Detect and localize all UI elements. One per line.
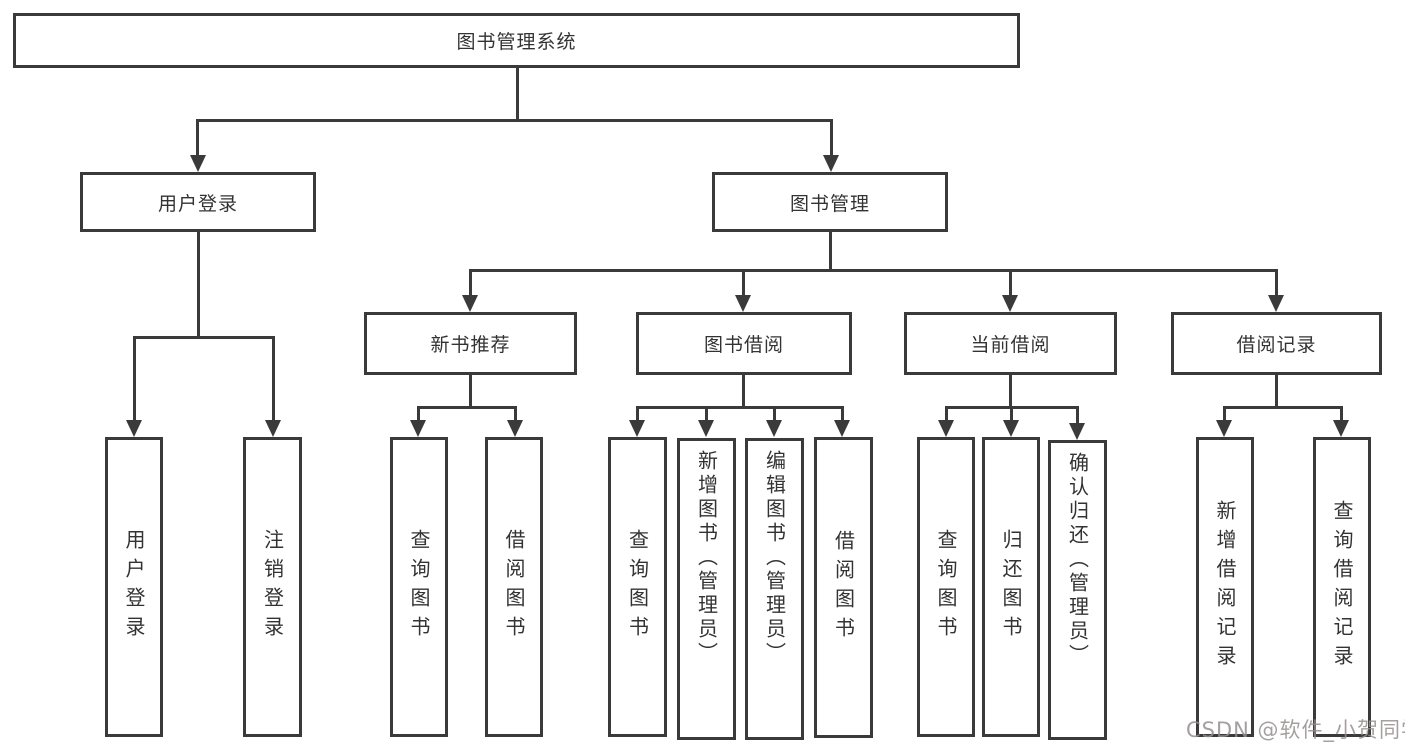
arrow-down-icon [410, 420, 426, 437]
connector-line [1223, 406, 1226, 422]
connector-line [742, 269, 745, 297]
connector-line [945, 406, 948, 422]
node-root-label: 图书管理系统 [456, 31, 577, 53]
node-borrow-record: 借阅记录 [1171, 312, 1382, 375]
connector-line [773, 406, 776, 422]
connector-line [196, 119, 833, 122]
connector-line [742, 373, 745, 409]
connector-line [1076, 406, 1079, 424]
arrow-down-icon [265, 420, 281, 437]
node-new-book: 新书推荐 [364, 312, 577, 375]
connector-line [133, 336, 136, 422]
connector-line [272, 336, 275, 422]
arrow-down-icon [1333, 420, 1349, 437]
connector-line [1009, 373, 1012, 409]
connector-line [829, 230, 832, 272]
node-user-login: 用户登录 [80, 172, 316, 232]
connector-line [469, 269, 1278, 272]
connector-line [516, 66, 519, 122]
arrow-down-icon [766, 420, 782, 437]
arrow-down-icon [938, 420, 954, 437]
connector-line [1009, 269, 1012, 297]
node-book-borrow-label: 图书借阅 [703, 334, 784, 356]
leaf-logout: 注销登录 [243, 437, 302, 737]
connector-line [417, 406, 517, 409]
connector-line [1275, 269, 1278, 297]
arrow-down-icon [462, 295, 478, 312]
arrow-down-icon [507, 420, 523, 437]
arrow-down-icon [834, 420, 850, 437]
node-book-borrow: 图书借阅 [636, 312, 852, 375]
node-root: 图书管理系统 [13, 13, 1020, 68]
connector-line [841, 406, 844, 422]
arrow-down-icon [1003, 420, 1019, 437]
connector-line [1223, 406, 1343, 409]
node-borrow-record-label: 借阅记录 [1236, 334, 1317, 356]
node-book-mgmt-label: 图书管理 [789, 192, 870, 215]
csdn-watermark: CSDN @软件_小贺同学 [1186, 718, 1405, 742]
leaf-confirm-return-admin: 确认归还（管理员） [1048, 440, 1107, 740]
leaf-borrow-book-1: 借阅图书 [485, 437, 543, 737]
arrow-down-icon [823, 155, 839, 172]
node-current-borrow: 当前借阅 [904, 312, 1117, 375]
connector-line [469, 269, 472, 297]
connector-line [636, 406, 639, 422]
arrow-down-icon [1069, 423, 1085, 440]
arrow-down-icon [1268, 295, 1284, 312]
leaf-query-borrow-record: 查询借阅记录 [1313, 437, 1371, 737]
connector-line [514, 406, 517, 422]
connector-line [133, 336, 275, 339]
connector-line [196, 119, 199, 157]
leaf-add-book-admin: 新增图书（管理员） [677, 438, 736, 740]
node-current-borrow-label: 当前借阅 [970, 334, 1051, 356]
leaf-add-borrow-record: 新增借阅记录 [1196, 437, 1254, 737]
connector-line [1340, 406, 1343, 422]
connector-line [197, 230, 200, 339]
connector-line [469, 373, 472, 409]
leaf-user-login: 用户登录 [105, 437, 163, 737]
leaf-return-book: 归还图书 [982, 437, 1040, 737]
arrow-down-icon [126, 420, 142, 437]
leaf-edit-book-admin: 编辑图书（管理员） [745, 438, 804, 740]
arrow-down-icon [190, 155, 206, 172]
leaf-query-book-2: 查询图书 [608, 437, 667, 737]
connector-line [830, 119, 833, 157]
node-new-book-label: 新书推荐 [430, 334, 511, 356]
connector-line [1275, 373, 1278, 409]
connector-line [636, 406, 844, 409]
leaf-borrow-book-2: 借阅图书 [814, 437, 873, 738]
arrow-down-icon [1216, 420, 1232, 437]
arrow-down-icon [629, 420, 645, 437]
node-book-mgmt: 图书管理 [712, 172, 948, 232]
leaf-query-book-3: 查询图书 [917, 437, 975, 737]
connector-line [705, 406, 708, 422]
connector-line [417, 406, 420, 422]
node-user-login-label: 用户登录 [157, 192, 238, 215]
arrow-down-icon [735, 295, 751, 312]
arrow-down-icon [698, 420, 714, 437]
leaf-query-book-1: 查询图书 [390, 437, 448, 737]
arrow-down-icon [1002, 295, 1018, 312]
connector-line [1010, 406, 1013, 422]
